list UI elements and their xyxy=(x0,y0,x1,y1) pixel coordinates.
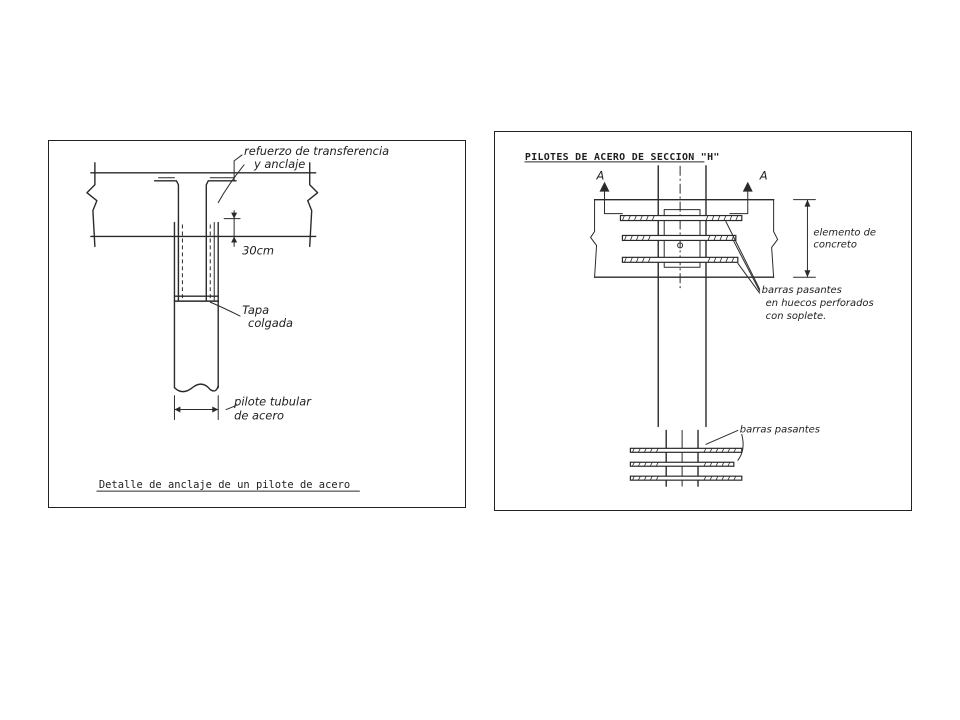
through-bar-3-hatch xyxy=(624,257,735,263)
leader-barras-bottom xyxy=(705,429,739,445)
dimension-arrow-bottom xyxy=(231,236,238,243)
elemento-arrow-top xyxy=(804,199,811,207)
barras-label-line3: con soplete. xyxy=(766,311,827,322)
hanging-cap xyxy=(173,295,219,302)
slab-break-right xyxy=(307,162,319,248)
h-pile-hole-2 xyxy=(677,242,684,249)
bottom-bar-1-hatch xyxy=(632,448,737,453)
concrete-element-left-edge xyxy=(590,199,598,278)
right-title: PILOTES DE ACERO DE SECCION "H" xyxy=(525,152,720,163)
h-pile-top-rect xyxy=(663,209,701,268)
tapa-label-line1: Tapa xyxy=(242,303,269,317)
elemento-arrow-bottom xyxy=(804,270,811,278)
section-arrow-left xyxy=(599,181,610,192)
bottom-bar-1-body xyxy=(629,447,743,453)
left-caption: Detalle de anclaje de un pilote de acero xyxy=(99,479,350,491)
leader-barras-2 xyxy=(733,240,761,292)
leader-refuerzo xyxy=(233,154,243,182)
leader-pilote xyxy=(225,405,237,411)
through-bar-1-body xyxy=(619,214,743,222)
leader-refuerzo-2 xyxy=(217,164,245,204)
slab-outline xyxy=(90,172,317,238)
pile-tube-outline xyxy=(173,221,219,389)
section-arrow-right xyxy=(742,181,753,192)
through-bar-2 xyxy=(621,234,737,242)
tapa-label-line2: colgada xyxy=(248,316,293,330)
bottom-bar-1 xyxy=(629,447,743,453)
elemento-label-line1: elemento de xyxy=(813,227,876,238)
pile-width-arrow-left xyxy=(174,406,181,413)
bottom-bar-2 xyxy=(629,461,735,467)
through-bar-3 xyxy=(621,256,739,263)
concrete-element-right-edge xyxy=(771,199,779,278)
section-cut-line-right xyxy=(729,191,749,215)
leader-barras-bottom-2 xyxy=(737,433,744,461)
refuerzo-label-line2: y anclaje xyxy=(253,157,305,171)
barras-label-line1: barras pasantes xyxy=(762,285,842,296)
pile-tube-inner xyxy=(177,222,215,301)
h-section-piles-drawing: PILOTES DE ACERO DE SECCION "H" A A xyxy=(524,152,876,487)
through-bar-2-hatch xyxy=(624,235,735,241)
pile-width-dimension xyxy=(173,395,219,420)
elemento-dimension-line xyxy=(793,199,816,278)
bottom-bar-3-hatch xyxy=(632,476,737,481)
bottom-bar-2-hatch xyxy=(632,462,731,467)
leader-tapa xyxy=(209,301,241,317)
pile-bottom-break xyxy=(173,383,219,393)
barras-label-line2: en huecos perforados xyxy=(766,298,874,309)
refuerzo-label-line1: refuerzo de transferencia xyxy=(244,144,389,158)
leader-barras-1 xyxy=(725,221,761,290)
dimension-label: 30cm xyxy=(242,243,274,257)
pile-width-arrow-right xyxy=(212,406,219,413)
bottom-bar-2-body xyxy=(629,461,735,467)
through-bar-1-hatch xyxy=(622,215,739,221)
pilote-label-line1: pilote tubular xyxy=(233,395,312,409)
bottom-bar-3-body xyxy=(629,475,743,481)
h-section-piles-panel: PILOTES DE ACERO DE SECCION "H" A A xyxy=(494,131,912,511)
dimension-arrow-top xyxy=(231,212,238,219)
barras-bottom-label: barras pasantes xyxy=(740,424,820,435)
pile-anchorage-detail-panel: refuerzo de transferencia y anclaje 30cm… xyxy=(48,140,466,508)
leader-barras-3 xyxy=(737,262,761,294)
pilote-label-line2: de acero xyxy=(234,408,284,422)
reinforcement-bar-right xyxy=(205,180,237,301)
section-mark-right: A xyxy=(759,169,768,183)
elemento-label-line2: concreto xyxy=(813,239,856,250)
bottom-bar-3 xyxy=(629,475,743,481)
section-mark-left: A xyxy=(596,169,605,183)
slab-break-left xyxy=(86,162,98,248)
section-cut-line-left xyxy=(604,191,623,215)
pile-anchorage-drawing: refuerzo de transferencia y anclaje 30cm… xyxy=(86,144,389,492)
through-bar-1 xyxy=(619,214,743,222)
through-bar-3-body xyxy=(621,256,739,263)
through-bar-2-body xyxy=(621,234,737,242)
